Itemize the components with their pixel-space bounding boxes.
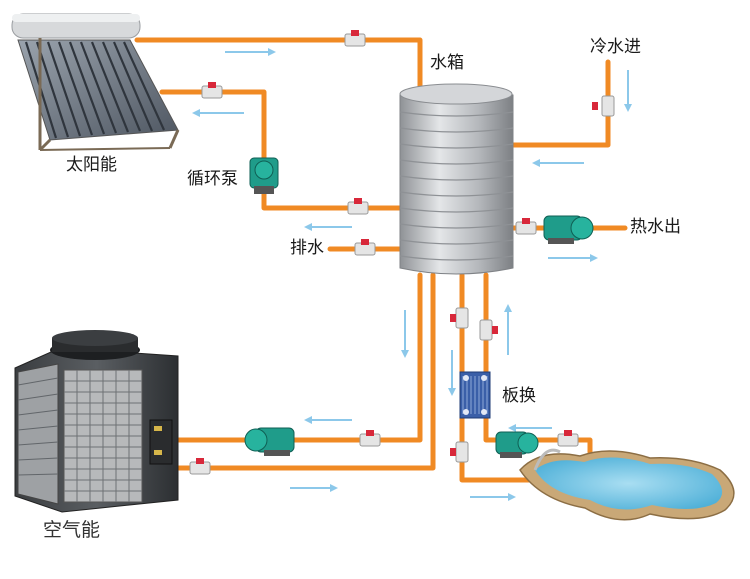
water-tank-label: 水箱 (430, 53, 464, 73)
pipe-solar-supply (134, 37, 423, 91)
pipe-pump-to-tank (261, 187, 403, 211)
valve (450, 441, 469, 463)
arrow-left (508, 424, 552, 432)
arrow-right (225, 48, 276, 56)
arrow-right (548, 254, 598, 262)
arrow-right (470, 493, 516, 501)
circulation-pump (249, 157, 279, 194)
valves (189, 30, 615, 475)
drain-label: 排水 (290, 238, 324, 258)
valve (344, 30, 366, 47)
arrow-down (401, 310, 409, 358)
valve (347, 198, 369, 215)
pipe-exchanger-down (459, 412, 533, 483)
arrow-down (448, 350, 456, 396)
pipe-cold-in (510, 59, 611, 148)
arrow-left (304, 223, 352, 231)
air-energy-label: 空气能 (43, 519, 101, 541)
pumps (244, 157, 594, 458)
valve (479, 319, 498, 341)
pipe-air-return (172, 272, 436, 471)
plate-exchanger-label: 板换 (502, 386, 536, 406)
plate-heat-exchanger (459, 371, 491, 419)
valve (359, 430, 381, 447)
circulation-pump-label: 循环泵 (187, 169, 238, 189)
swimming-pool (519, 448, 735, 521)
valve (354, 239, 376, 256)
pump (495, 431, 539, 458)
arrow-left (532, 159, 584, 167)
valve (450, 307, 469, 329)
valve (592, 95, 615, 117)
arrow-down (624, 70, 632, 112)
air-energy-unit (14, 330, 179, 513)
water-tank (399, 83, 514, 275)
valve (557, 430, 579, 447)
arrow-up (504, 304, 512, 355)
arrow-left (192, 109, 244, 117)
arrow-right (290, 484, 338, 492)
arrow-left (304, 416, 352, 424)
flow-arrows (192, 48, 632, 501)
pipe-solar-return (159, 89, 267, 163)
cold-water-in-label: 冷水进 (590, 37, 641, 57)
solar-label: 太阳能 (66, 155, 117, 175)
hot-water-out-label: 热水出 (630, 217, 681, 237)
pump (543, 215, 594, 244)
valve (189, 458, 211, 475)
solar-heater (11, 13, 180, 152)
valve (515, 218, 537, 235)
pipe-air-supply (172, 272, 423, 443)
pipes (134, 37, 628, 483)
pump (244, 427, 295, 456)
valve (201, 82, 223, 99)
